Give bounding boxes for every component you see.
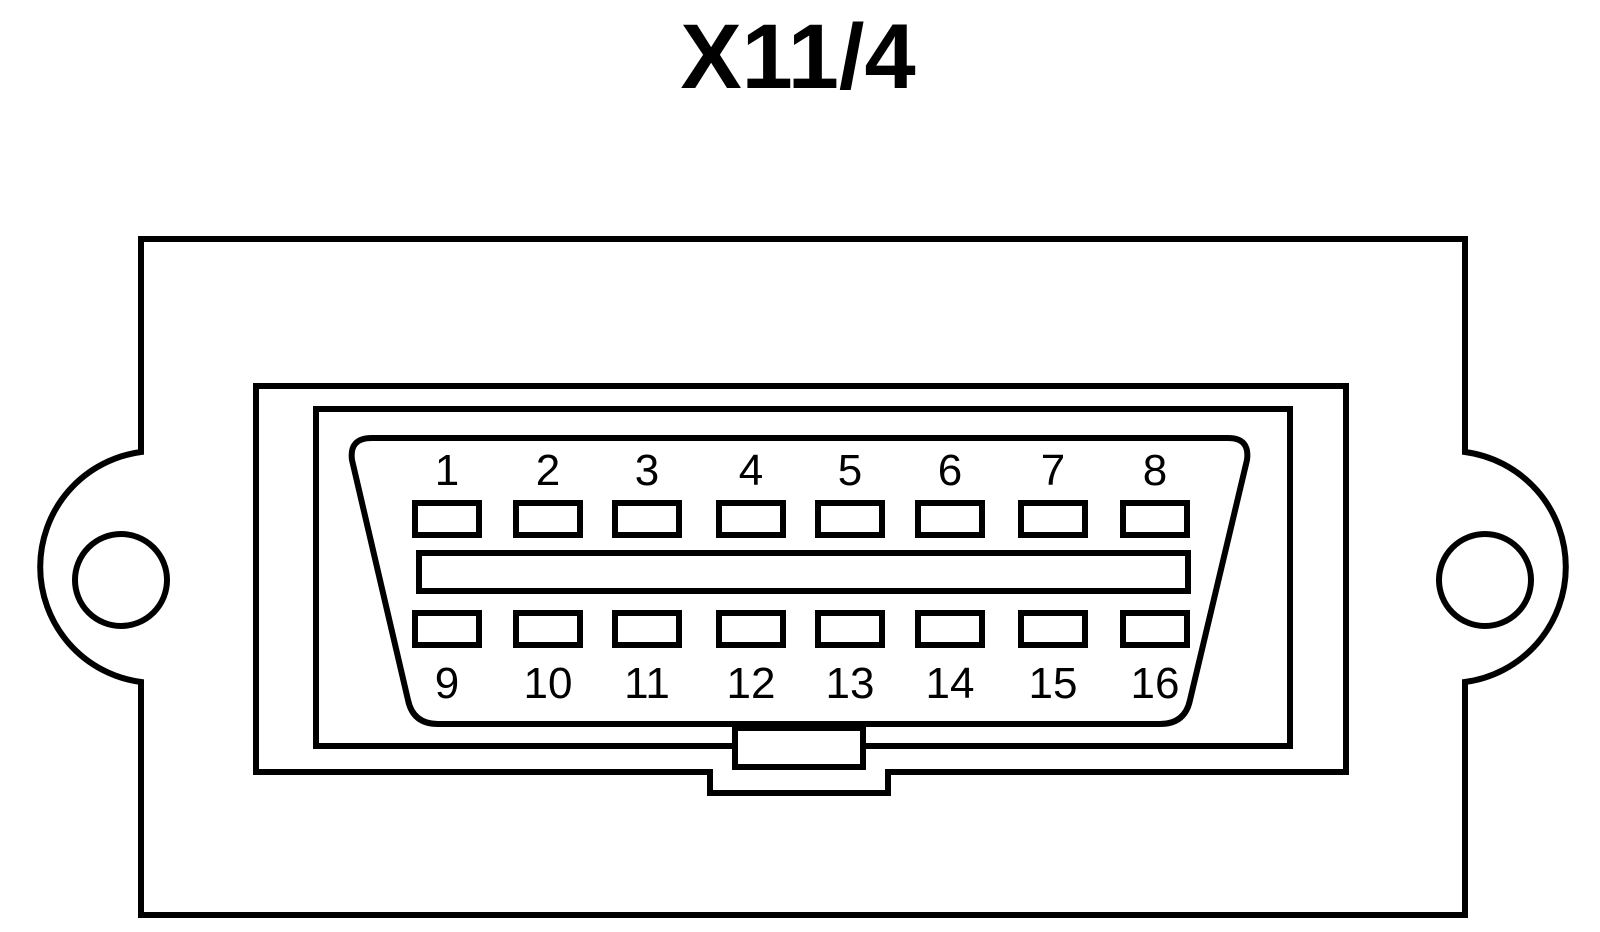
pin-contact-6 [915,500,985,538]
pin-label-14: 14 [926,659,975,708]
pin-contact-14 [915,610,985,648]
connector-title: X11/4 [680,6,915,108]
pin-label-9: 9 [435,659,459,708]
pin-contact-15 [1018,610,1088,648]
pin-label-15: 15 [1029,659,1078,708]
top-pin-row: 1 2 3 4 5 6 7 8 [412,446,1190,538]
pin-label-5: 5 [838,446,862,495]
pin-label-6: 6 [938,446,962,495]
pin-label-11: 11 [624,659,670,708]
pin-contact-9 [412,610,482,648]
pin-contact-12 [716,610,786,648]
pin-label-1: 1 [435,446,459,495]
pin-label-3: 3 [635,446,659,495]
left-mounting-hole [72,531,170,629]
center-divider [416,550,1191,594]
pin-label-12: 12 [727,659,776,708]
pin-label-4: 4 [739,446,763,495]
pin-contact-7 [1018,500,1088,538]
pin-label-8: 8 [1143,446,1167,495]
pin-contact-2 [513,500,583,538]
bottom-pin-row: 9 10 11 12 13 14 15 16 [412,610,1190,708]
pin-contact-5 [815,500,885,538]
right-mounting-hole [1436,531,1534,629]
pin-contact-16 [1120,610,1190,648]
pin-contact-11 [612,610,682,648]
pin-contact-4 [716,500,786,538]
pin-contact-1 [412,500,482,538]
pin-label-10: 10 [524,659,573,708]
pin-contact-10 [513,610,583,648]
pin-contact-8 [1120,500,1190,538]
pin-label-16: 16 [1131,659,1180,708]
keying-tab [732,725,866,770]
pin-label-13: 13 [826,659,875,708]
pin-contact-3 [612,500,682,538]
pin-label-7: 7 [1041,446,1065,495]
pin-contact-13 [815,610,885,648]
pin-label-2: 2 [536,446,560,495]
